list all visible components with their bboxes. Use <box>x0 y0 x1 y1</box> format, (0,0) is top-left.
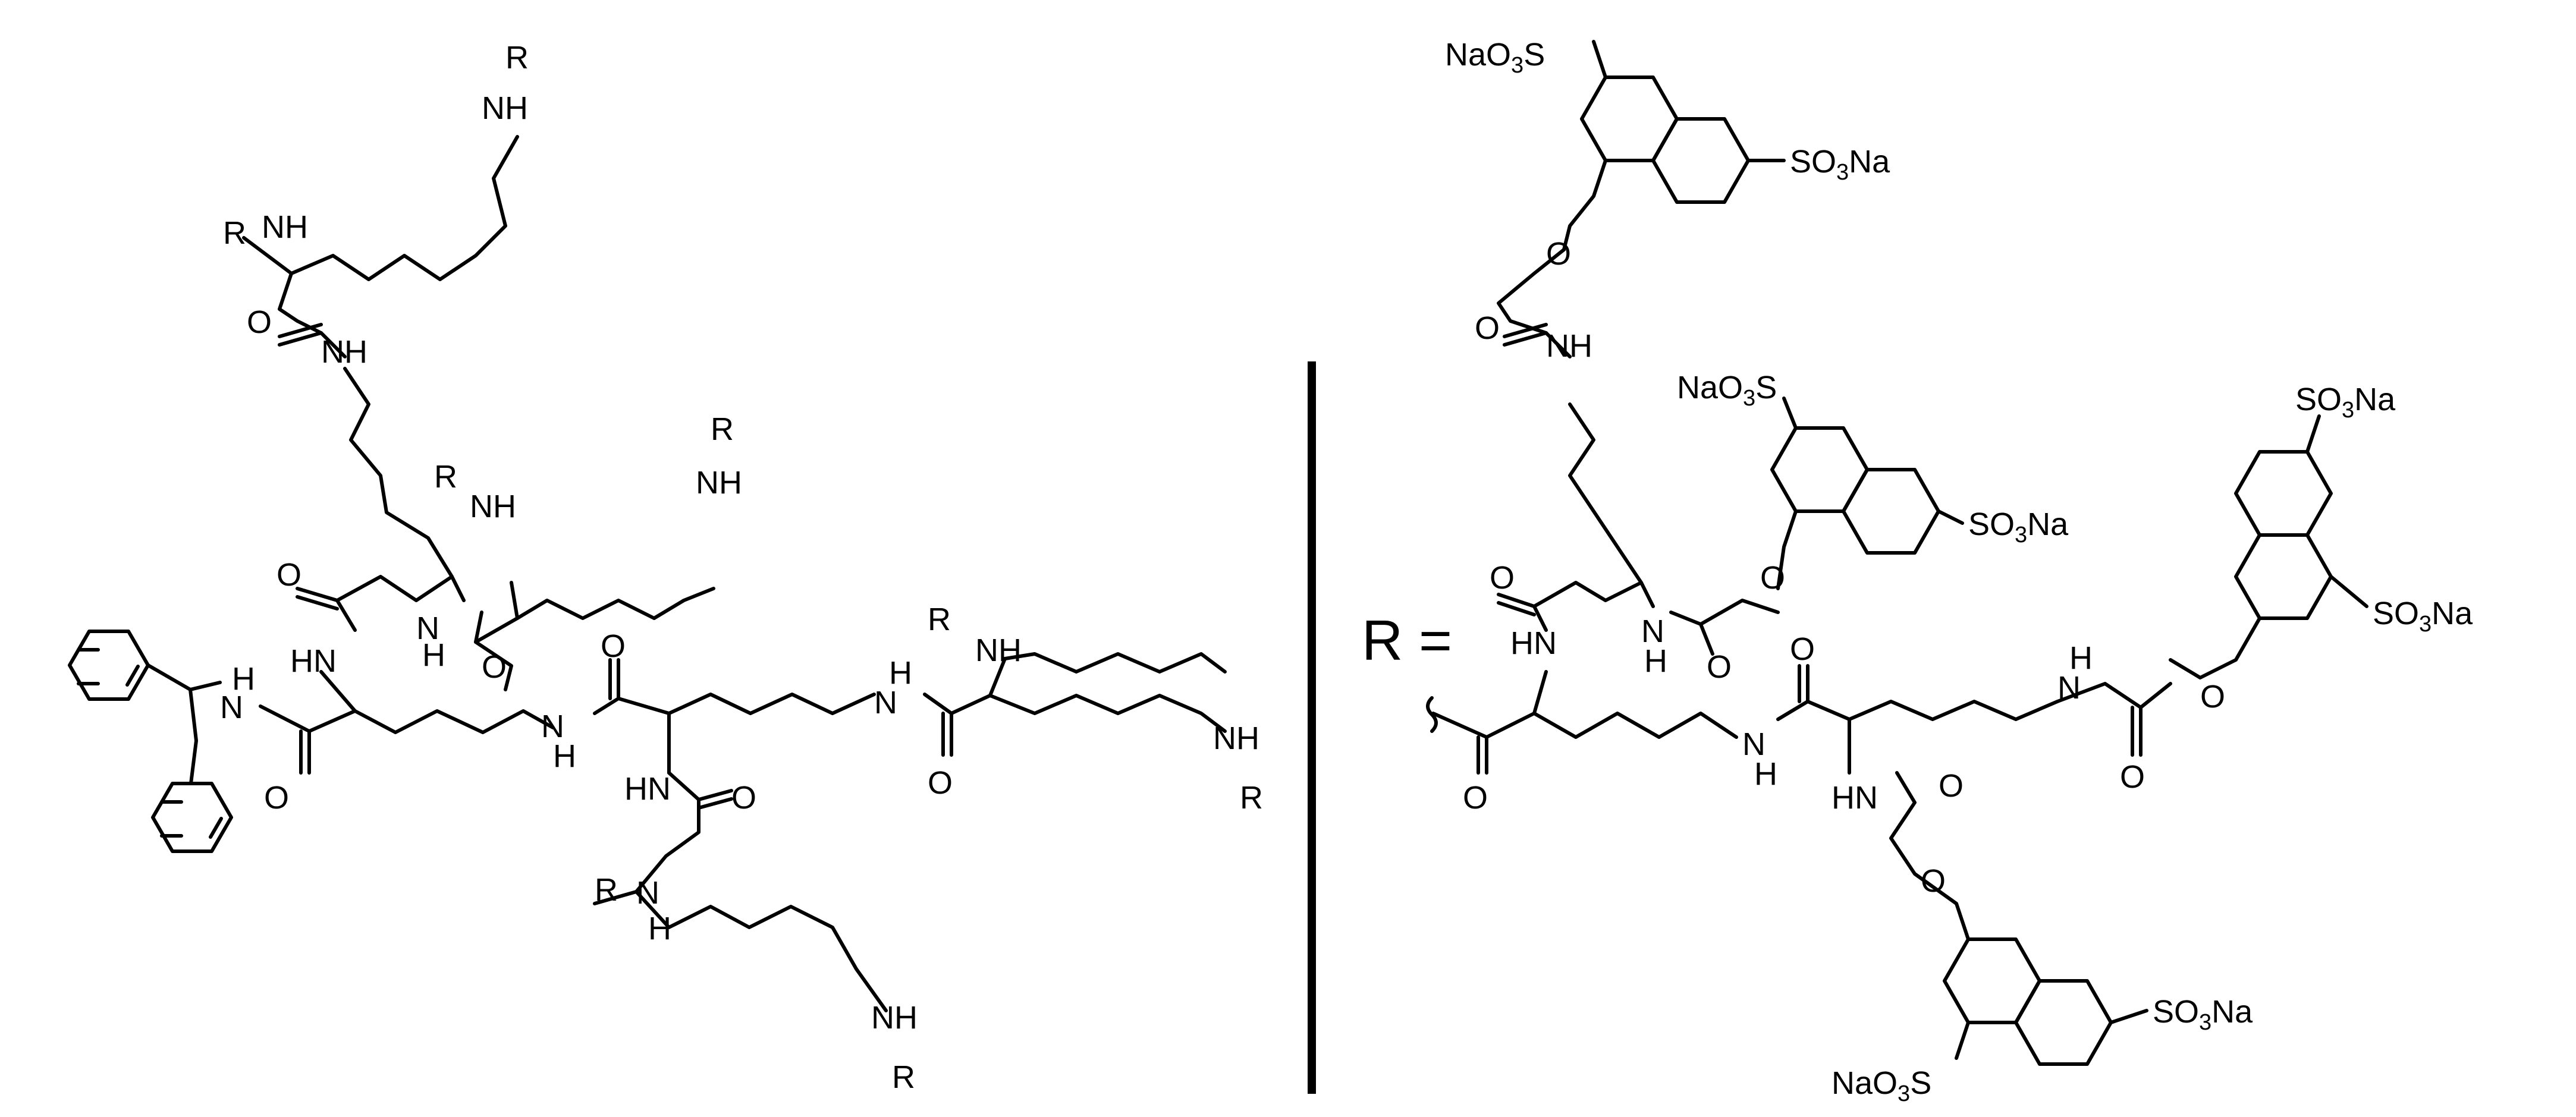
svg-text:O: O <box>1939 768 1964 804</box>
svg-text:R: R <box>928 602 951 637</box>
r-equals-label: R = <box>1362 609 1452 672</box>
svg-text:H: H <box>422 637 445 673</box>
svg-text:H: H <box>553 738 576 774</box>
svg-text:NH: NH <box>1546 328 1592 364</box>
svg-text:O: O <box>1463 780 1488 816</box>
svg-text:O: O <box>1546 236 1571 272</box>
svg-text:O: O <box>247 304 272 340</box>
svg-text:SO3Na: SO3Na <box>1968 506 2069 548</box>
svg-text:NaO3S: NaO3S <box>1832 1065 1931 1106</box>
svg-text:N: N <box>220 690 243 725</box>
svg-text:NaO3S: NaO3S <box>1677 370 1777 411</box>
svg-text:H: H <box>2069 640 2093 676</box>
svg-text:O: O <box>1707 649 1732 685</box>
svg-text:O: O <box>2120 759 2145 795</box>
svg-text:N: N <box>636 875 659 911</box>
core-backbone <box>259 704 555 734</box>
phenyl-ring-top <box>68 630 150 701</box>
svg-text:O: O <box>482 649 507 685</box>
benzhydryl-group <box>68 630 233 853</box>
svg-text:H: H <box>889 655 912 691</box>
svg-text:N: N <box>874 685 897 720</box>
svg-text:H: H <box>1644 643 1667 679</box>
svg-text:NH: NH <box>975 633 1022 668</box>
right-atom-labels: O HN O N H O N H O N H HN NH O <box>1463 310 2093 816</box>
svg-text:O: O <box>277 557 301 593</box>
svg-text:N: N <box>1742 726 1765 762</box>
svg-text:O: O <box>1760 560 1785 596</box>
r-group-structure: R = NaO3S SO3Na O <box>1362 37 2473 1106</box>
svg-text:NH: NH <box>696 465 742 501</box>
svg-text:NH: NH <box>262 209 308 245</box>
naphthalene-right: SO3Na SO3Na O O <box>2056 382 2473 795</box>
svg-text:R: R <box>434 459 457 495</box>
svg-text:R: R <box>892 1059 915 1095</box>
svg-text:R: R <box>711 411 734 447</box>
svg-text:H: H <box>648 911 671 946</box>
left-atom-labels: H N O HN O N H O N H O R NH NH R N H O R… <box>220 40 1263 1095</box>
svg-text:NH: NH <box>871 1000 918 1036</box>
svg-text:R: R <box>1240 780 1263 816</box>
o-label: O <box>264 780 289 816</box>
svg-text:O: O <box>1790 631 1815 667</box>
svg-text:N: N <box>2057 670 2081 706</box>
naphthalene-bottom: NaO3S SO3Na O O <box>1832 768 2253 1106</box>
svg-text:HN: HN <box>290 643 337 679</box>
svg-text:O: O <box>601 628 626 664</box>
svg-text:NH: NH <box>470 489 516 524</box>
svg-text:NH: NH <box>482 90 528 126</box>
svg-text:O: O <box>928 765 953 801</box>
svg-text:O: O <box>731 780 756 816</box>
svg-text:N: N <box>1641 613 1664 649</box>
svg-text:R: R <box>595 872 618 908</box>
svg-text:SO3Na: SO3Na <box>1790 144 1890 185</box>
svg-text:HN: HN <box>624 771 671 807</box>
svg-text:HN: HN <box>1832 780 1878 816</box>
left-dendrimer: H N O HN O N H O N H O R NH NH R N H O R… <box>68 40 1263 1095</box>
naphthalene-top: NaO3S SO3Na O <box>1445 37 1890 272</box>
naphthalene-middle: NaO3S SO3Na O <box>1677 370 2069 596</box>
svg-text:R: R <box>223 215 246 251</box>
svg-text:O: O <box>1490 560 1515 596</box>
nh-label: H <box>232 661 255 697</box>
svg-text:R: R <box>505 40 529 75</box>
svg-text:NH: NH <box>321 334 367 370</box>
svg-text:O: O <box>1475 310 1500 346</box>
svg-text:SO3Na: SO3Na <box>2295 382 2396 423</box>
svg-text:N: N <box>541 709 564 744</box>
svg-text:SO3Na: SO3Na <box>2373 596 2473 637</box>
svg-text:SO3Na: SO3Na <box>2153 994 2253 1035</box>
svg-text:NaO3S: NaO3S <box>1445 37 1545 78</box>
svg-text:O: O <box>2200 679 2225 715</box>
svg-text:HN: HN <box>1510 625 1557 661</box>
svg-text:NH: NH <box>1213 720 1259 756</box>
svg-text:H: H <box>1754 756 1777 792</box>
phenyl-ring-bottom <box>151 782 233 853</box>
svg-text:O: O <box>1921 863 1946 899</box>
svg-text:N: N <box>416 611 439 646</box>
